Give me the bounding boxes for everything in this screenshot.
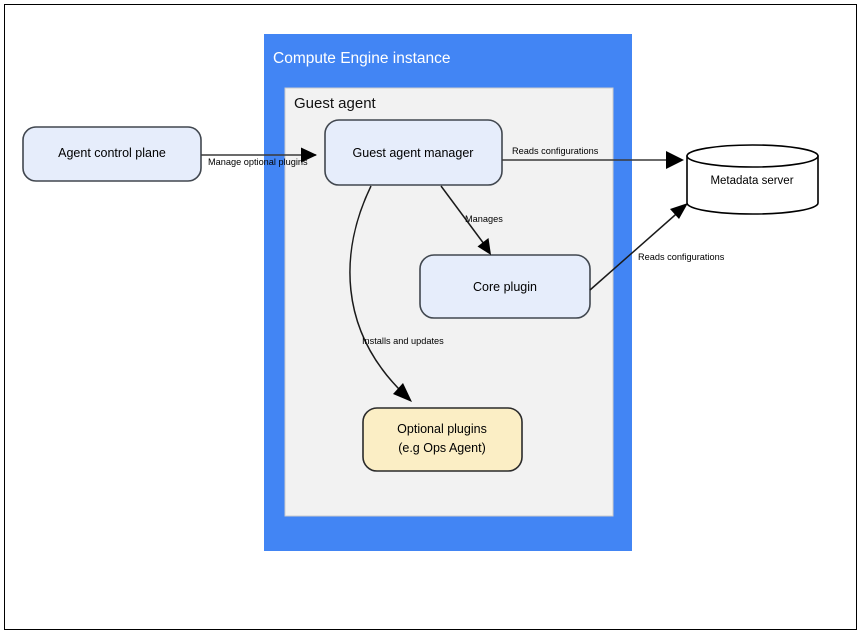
- edge-core-plugin-reads-configurations: Reads configurations: [589, 203, 725, 291]
- metadata-server-cylinder-body[interactable]: [686, 155, 819, 215]
- node-optional-plugins[interactable]: Optional plugins (e.g Ops Agent): [362, 407, 523, 472]
- node-agent-control-plane[interactable]: Agent control plane: [22, 126, 202, 182]
- core-plugin-box[interactable]: [419, 254, 591, 319]
- optional-plugins-box[interactable]: [362, 407, 523, 472]
- manages-arrowhead: [477, 238, 491, 255]
- installs-and-updates-arrowhead: [393, 383, 412, 402]
- manager-reads-configurations-label: Reads configurations: [512, 146, 599, 156]
- edge-installs-and-updates: Installs and updates: [349, 185, 444, 402]
- compute-engine-instance-title: Compute Engine instance: [273, 50, 451, 67]
- installs-and-updates-curve: [349, 185, 406, 396]
- manage-optional-plugins-arrowhead: [301, 147, 317, 163]
- installs-and-updates-label: Installs and updates: [362, 336, 444, 346]
- edge-manages: Manages: [440, 185, 503, 255]
- metadata-server-cylinder-top: [686, 144, 819, 168]
- manager-reads-configurations-arrowhead: [666, 151, 684, 169]
- guest-agent-title: Guest agent: [294, 95, 377, 112]
- core-plugin-reads-configurations-arrowhead: [670, 203, 688, 219]
- core-plugin-reads-configurations-label: Reads configurations: [638, 252, 725, 262]
- manage-optional-plugins-label: Manage optional plugins: [208, 157, 308, 167]
- manages-label: Manages: [465, 214, 503, 224]
- core-plugin-reads-configurations-line: [589, 207, 684, 291]
- agent-control-plane-box[interactable]: [22, 126, 202, 182]
- agent-control-plane-label: Agent control plane: [58, 146, 166, 160]
- manages-line: [440, 185, 488, 249]
- edge-manage-optional-plugins: Manage optional plugins: [201, 147, 317, 167]
- metadata-server-label: Metadata server: [710, 175, 793, 187]
- edge-manager-reads-configurations: Reads configurations: [502, 146, 684, 169]
- optional-plugins-label-line2: (e.g Ops Agent): [398, 441, 486, 455]
- node-guest-agent-manager[interactable]: Guest agent manager: [324, 119, 503, 186]
- core-plugin-label: Core plugin: [473, 280, 537, 294]
- guest-agent-manager-box[interactable]: [324, 119, 503, 186]
- guest-agent-manager-label: Guest agent manager: [353, 146, 474, 160]
- node-metadata-server[interactable]: Metadata server: [686, 144, 819, 215]
- optional-plugins-label-line1: Optional plugins: [397, 422, 487, 436]
- node-core-plugin[interactable]: Core plugin: [419, 254, 591, 319]
